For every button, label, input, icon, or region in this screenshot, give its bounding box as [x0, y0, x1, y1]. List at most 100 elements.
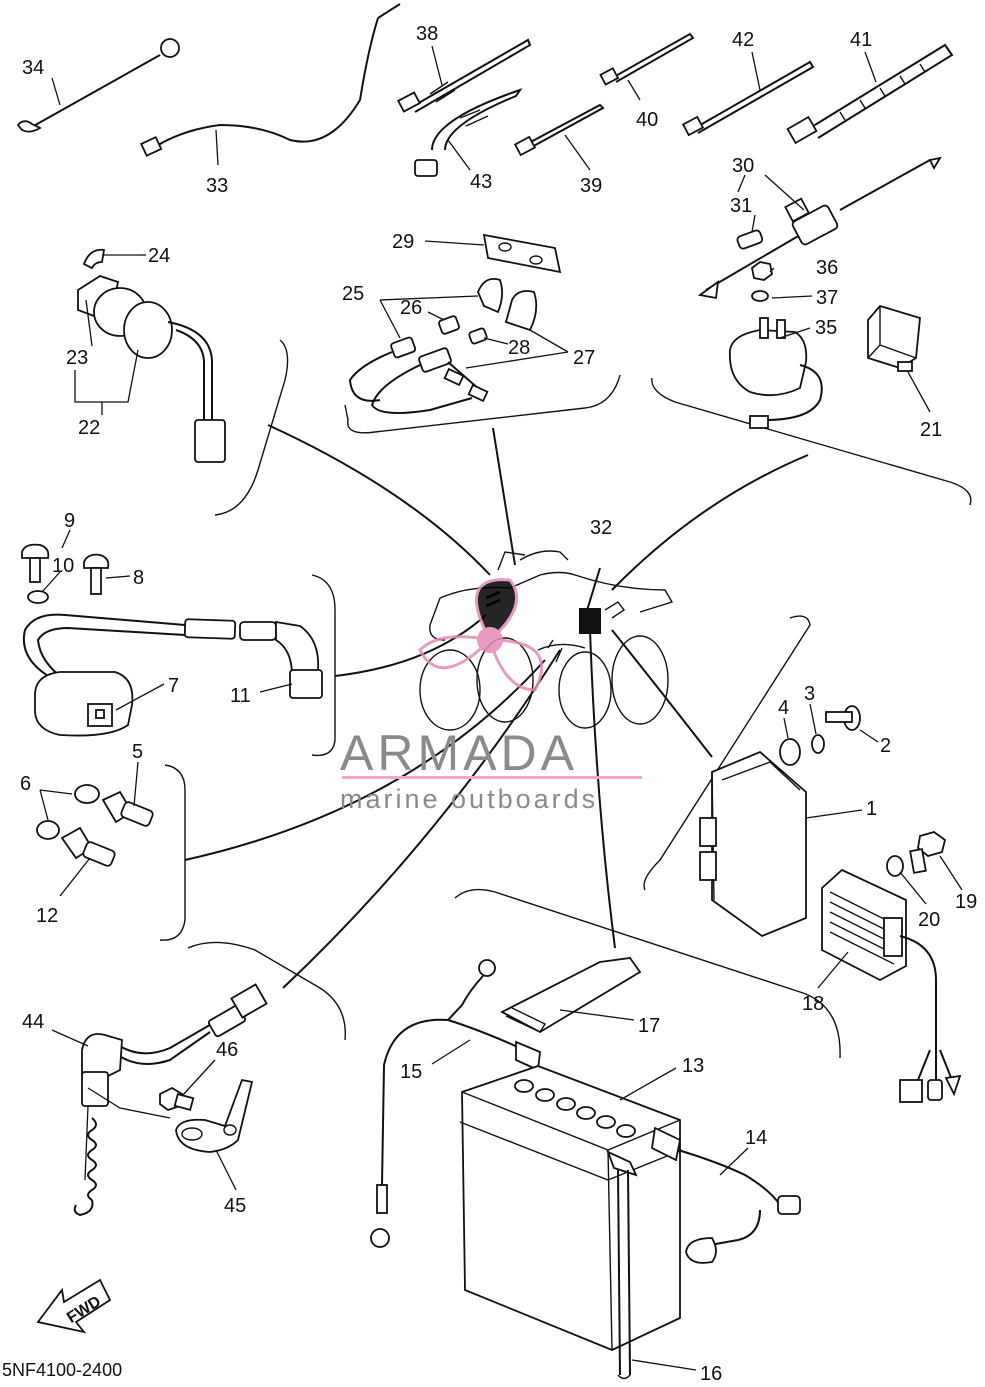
callout-32: 32 — [590, 517, 612, 539]
callout-4: 4 — [778, 697, 789, 719]
part-24-key — [82, 248, 140, 270]
part-2-screw — [825, 705, 861, 731]
callout-45: 45 — [224, 1195, 246, 1217]
callout-25: 25 — [342, 283, 364, 305]
part-39-cable-tie — [513, 103, 605, 157]
part-1-cdi-unit — [699, 750, 807, 938]
callout-31: 31 — [730, 195, 752, 217]
part-43-cable-tie — [414, 88, 523, 177]
part-4-washer — [779, 738, 801, 766]
part-41-cable-tie — [786, 43, 954, 145]
forward-arrow: FWD — [36, 1278, 112, 1334]
callout-6: 6 — [20, 773, 31, 795]
callout-24: 24 — [148, 245, 170, 267]
callout-28: 28 — [508, 337, 530, 359]
part-17-battery-band — [500, 957, 642, 1034]
callout-numbers: 1 2 3 4 5 6 7 8 9 10 11 12 13 14 15 16 1… — [20, 23, 977, 1385]
part-5-switch — [101, 790, 154, 827]
callout-19: 19 — [955, 891, 977, 913]
watermark: ARMADA marine outboards — [340, 578, 642, 814]
callout-20: 20 — [918, 909, 940, 931]
part-46-bolt — [159, 1086, 195, 1112]
callout-2: 2 — [880, 735, 891, 757]
watermark-divider — [342, 776, 642, 779]
part-21-relay — [867, 304, 921, 372]
fwd-arrow-icon — [36, 1278, 112, 1334]
callout-16: 16 — [700, 1363, 722, 1385]
leader-lines — [39, 45, 963, 1371]
callout-44: 44 — [22, 1011, 44, 1033]
part-12-switch — [60, 826, 116, 867]
group-brackets — [159, 339, 972, 1059]
part-18-rectifier-regulator — [821, 868, 962, 1103]
callout-33: 33 — [206, 175, 228, 197]
part-44-neutral-switch — [73, 983, 268, 1217]
part-15-negative-lead — [370, 959, 541, 1248]
propeller-logo-icon — [418, 578, 544, 692]
callout-3: 3 — [804, 683, 815, 705]
part-36-nut — [751, 261, 773, 281]
callout-35: 35 — [815, 317, 837, 339]
part-34-lead-wire — [16, 38, 180, 133]
part-45-bracket — [175, 1078, 254, 1153]
callout-22: 22 — [78, 417, 100, 439]
callout-27: 27 — [573, 347, 595, 369]
part-16-breather-hose — [617, 1169, 631, 1380]
callout-1: 1 — [866, 798, 877, 820]
part-42-cable-tie — [681, 60, 815, 137]
part-38-cable-tie — [397, 38, 532, 113]
part-3-lock-washer — [811, 734, 825, 754]
callout-36: 36 — [816, 257, 838, 279]
callout-15: 15 — [400, 1061, 422, 1083]
callout-26: 26 — [400, 297, 422, 319]
watermark-tagline: marine outboards — [340, 784, 598, 814]
callout-18: 18 — [802, 993, 824, 1015]
callout-23: 23 — [66, 347, 88, 369]
callout-39: 39 — [580, 175, 602, 197]
part-10-washer — [27, 590, 49, 604]
routing-lines — [184, 424, 809, 989]
callout-40: 40 — [636, 109, 658, 131]
part-14-positive-lead — [651, 1126, 801, 1264]
callout-34: 34 — [22, 57, 44, 79]
part-8-bolt — [83, 553, 110, 595]
callout-11: 11 — [230, 685, 251, 707]
callout-8: 8 — [133, 567, 144, 589]
callout-41: 41 — [850, 29, 872, 51]
part-6-gasket — [36, 784, 100, 840]
callout-43: 43 — [470, 171, 492, 193]
callout-29: 29 — [392, 231, 414, 253]
part-29-gasket — [482, 233, 562, 274]
callout-13: 13 — [682, 1055, 704, 1077]
callout-38: 38 — [416, 23, 438, 45]
part-13-battery — [459, 1065, 683, 1351]
callout-42: 42 — [732, 29, 754, 51]
callout-5: 5 — [132, 741, 143, 763]
callout-17: 17 — [638, 1015, 660, 1037]
callout-10: 10 — [52, 555, 74, 577]
part-31-fuse — [736, 229, 764, 250]
callout-30: 30 — [732, 155, 754, 177]
callout-37: 37 — [816, 287, 838, 309]
callout-7: 7 — [168, 675, 179, 697]
part-19-bolt — [909, 831, 947, 874]
part-7-ignition-coil — [22, 613, 323, 737]
callout-9: 9 — [64, 510, 75, 532]
part-35-starter-relay — [728, 317, 823, 429]
part-37-washer — [751, 290, 769, 302]
callout-21: 21 — [920, 419, 942, 441]
callout-46: 46 — [216, 1039, 238, 1061]
watermark-brand: ARMADA — [340, 725, 578, 781]
part-30-fuse-holder — [697, 156, 942, 300]
part-20-washer — [886, 855, 904, 877]
part-33-wire-harness — [140, 3, 401, 157]
callout-14: 14 — [745, 1127, 767, 1149]
drawing-code: 5NF4100-2400 — [2, 1360, 122, 1380]
callout-12: 12 — [36, 905, 58, 927]
battery-cell-caps — [514, 1079, 636, 1138]
part-9-bolt — [21, 543, 50, 583]
part-25-lead-assembly — [348, 277, 538, 415]
part-40-cable-tie — [599, 32, 695, 86]
vehicle-silhouette — [419, 550, 674, 731]
